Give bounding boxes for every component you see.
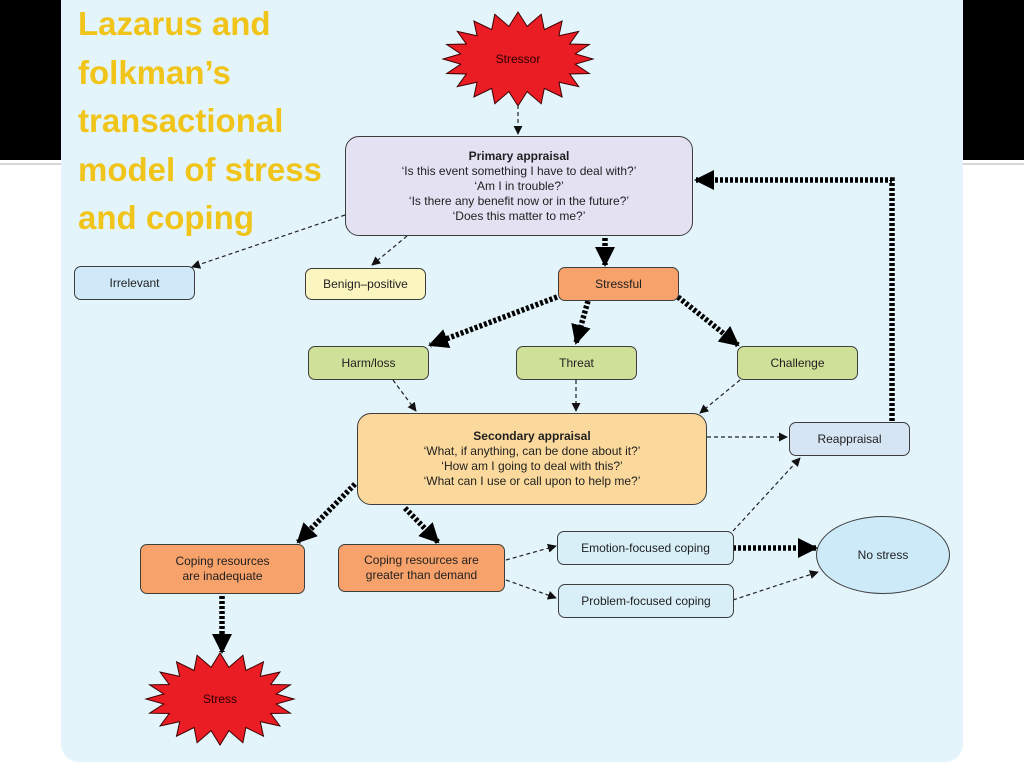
arrow-secondary-to-greater — [403, 506, 440, 544]
stressful-box: Stressful — [558, 267, 679, 301]
stressor-star — [441, 11, 595, 107]
title-line: folkman’s — [78, 53, 231, 91]
emotion-focused-coping-box: Emotion-focused coping — [557, 531, 734, 565]
stressor-label: Stressor — [495, 52, 541, 66]
arrow-primary-to-benign — [371, 235, 408, 266]
primary-question: ‘Does this matter to me?’ — [452, 208, 586, 223]
arrow-harm-to-secondary — [392, 379, 417, 412]
irrelevant-box: Irrelevant — [74, 266, 195, 300]
reappraisal-box: Reappraisal — [789, 422, 910, 456]
arrow-stressful-to-threat — [571, 300, 591, 345]
stress-star — [144, 652, 296, 746]
coping-inadequate-box: Coping resources are inadequate — [140, 544, 305, 594]
primary-appraisal-box: Primary appraisal ‘Is this event somethi… — [345, 136, 693, 236]
no-stress-ellipse: No stress — [816, 516, 950, 594]
arrow-secondary-to-inadequate — [296, 482, 357, 544]
slide-title: Lazarus and folkman’s transactional mode… — [78, 0, 368, 243]
arrow-stressful-to-harm — [428, 294, 558, 348]
challenge-box: Challenge — [737, 346, 858, 380]
arrow-problem-to-nostress — [732, 570, 819, 601]
secondary-appraisal-box: Secondary appraisal ‘What, if anything, … — [357, 413, 707, 505]
arrow-reappraisal-to-primary — [694, 170, 895, 421]
coping-greater-line: Coping resources are — [364, 553, 479, 567]
title-line: Lazarus and — [78, 5, 271, 42]
primary-question: ‘Is this event something I have to deal … — [401, 163, 637, 178]
arrow-stressful-to-challenge — [676, 294, 740, 348]
arrow-primary-to-irrelevant — [191, 214, 346, 269]
title-line: and coping — [78, 199, 254, 236]
diagram-panel — [61, 0, 963, 762]
secondary-question: ‘How am I going to deal with this?’ — [441, 459, 623, 473]
threat-box: Threat — [516, 346, 637, 380]
coping-inadequate-line: are inadequate — [182, 569, 263, 583]
secondary-question: ‘What, if anything, can be done about it… — [423, 444, 641, 458]
arrow-greater-to-emotion — [505, 543, 557, 561]
title-line: transactional — [78, 102, 284, 139]
benign-positive-box: Benign–positive — [305, 268, 426, 300]
arrow-greater-to-problem — [505, 579, 557, 600]
primary-question: ‘Is there any benefit now or in the futu… — [408, 193, 630, 208]
coping-inadequate-line: Coping resources — [175, 554, 270, 568]
secondary-question: ‘What can I use or call upon to help me?… — [423, 474, 641, 488]
arrow-challenge-to-secondary — [699, 379, 741, 414]
harm-loss-box: Harm/loss — [308, 346, 429, 380]
coping-greater-box: Coping resources are greater than demand — [338, 544, 505, 592]
stress-label: Stress — [202, 692, 237, 706]
coping-greater-line: greater than demand — [365, 568, 478, 582]
primary-appraisal-title: Primary appraisal — [468, 148, 570, 163]
title-line: model of stress — [78, 150, 322, 188]
problem-focused-coping-box: Problem-focused coping — [558, 584, 734, 618]
secondary-appraisal-title: Secondary appraisal — [473, 429, 591, 443]
arrow-emotion-to-reappraisal — [732, 457, 801, 532]
primary-question: ‘Am I in trouble?’ — [474, 178, 564, 193]
